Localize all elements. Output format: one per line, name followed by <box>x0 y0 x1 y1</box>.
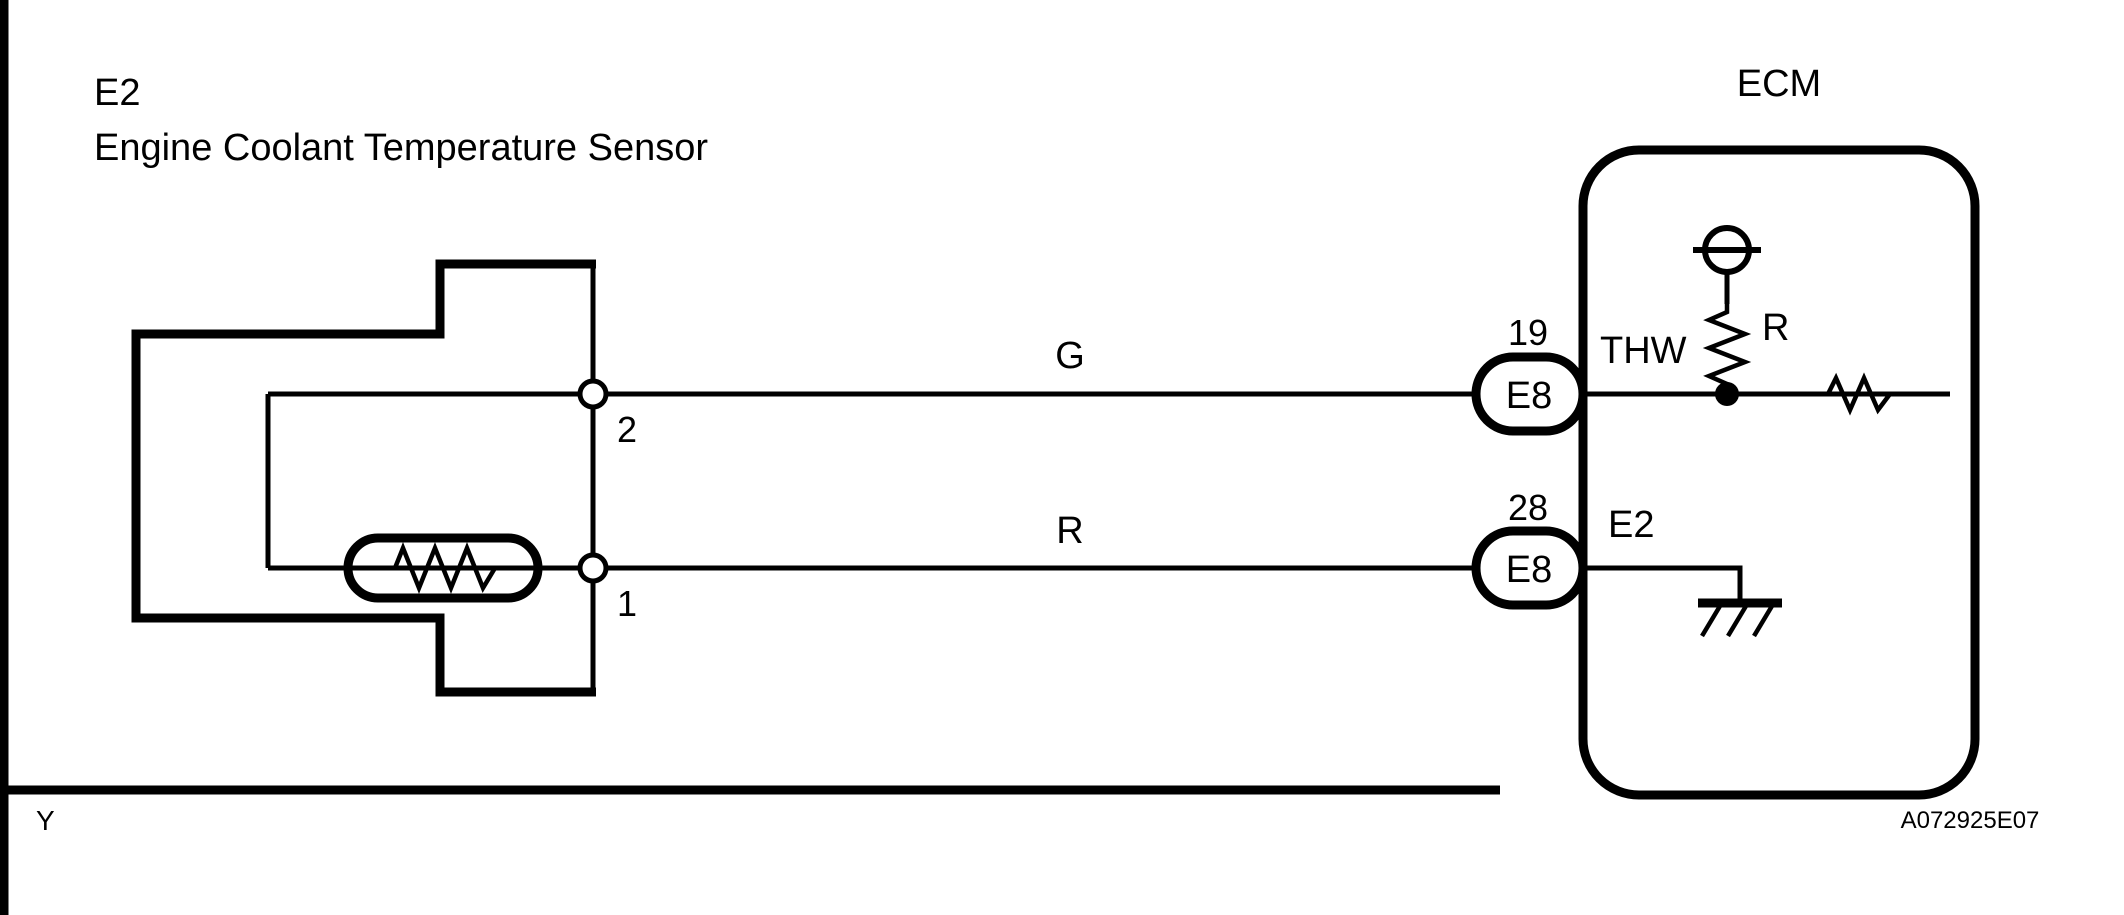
ecm-connector-e8-lower: E8 <box>1471 526 1588 610</box>
ecm-series-resistor <box>1818 372 1902 416</box>
sensor-pin-1 <box>577 552 609 584</box>
sensor-name-label: Engine Coolant Temperature Sensor <box>94 127 708 169</box>
sensor-connector-housing <box>131 259 596 697</box>
ecm-enclosure <box>1578 145 1980 800</box>
wire-label-g: G <box>1055 335 1085 377</box>
ecm-pin-28-number: 28 <box>1508 487 1548 528</box>
ecm-resistor-r-label: R <box>1762 307 1789 349</box>
sensor-code-label: E2 <box>94 72 140 114</box>
ecm-connector-e8-lower-label: E8 <box>1506 549 1552 591</box>
ecm-label: ECM <box>1737 63 1821 105</box>
ecm-connector-e8-upper-label: E8 <box>1506 375 1552 417</box>
ecm-connector-e8-upper: E8 <box>1471 352 1588 436</box>
junction-dot-thw <box>1715 382 1739 406</box>
ground-icon <box>1698 598 1782 638</box>
sensor-pin-1-number: 1 <box>617 583 637 624</box>
sensor-pin-2-number: 2 <box>617 409 637 450</box>
ecm-internal-e2-line <box>1583 565 1743 603</box>
ecm-pin-19-number: 19 <box>1508 312 1548 353</box>
thermistor-symbol <box>343 533 543 603</box>
corner-marker: Y <box>36 805 55 836</box>
wire-label-r: R <box>1056 510 1083 552</box>
ecm-signal-e2-label: E2 <box>1608 504 1654 546</box>
figure-code: A072925E07 <box>1901 807 2040 834</box>
power-supply-icon <box>1693 225 1761 304</box>
ecm-pullup-resistor <box>1702 304 1752 394</box>
sensor-pin-2 <box>577 378 609 410</box>
ecm-signal-thw-label: THW <box>1600 330 1687 372</box>
